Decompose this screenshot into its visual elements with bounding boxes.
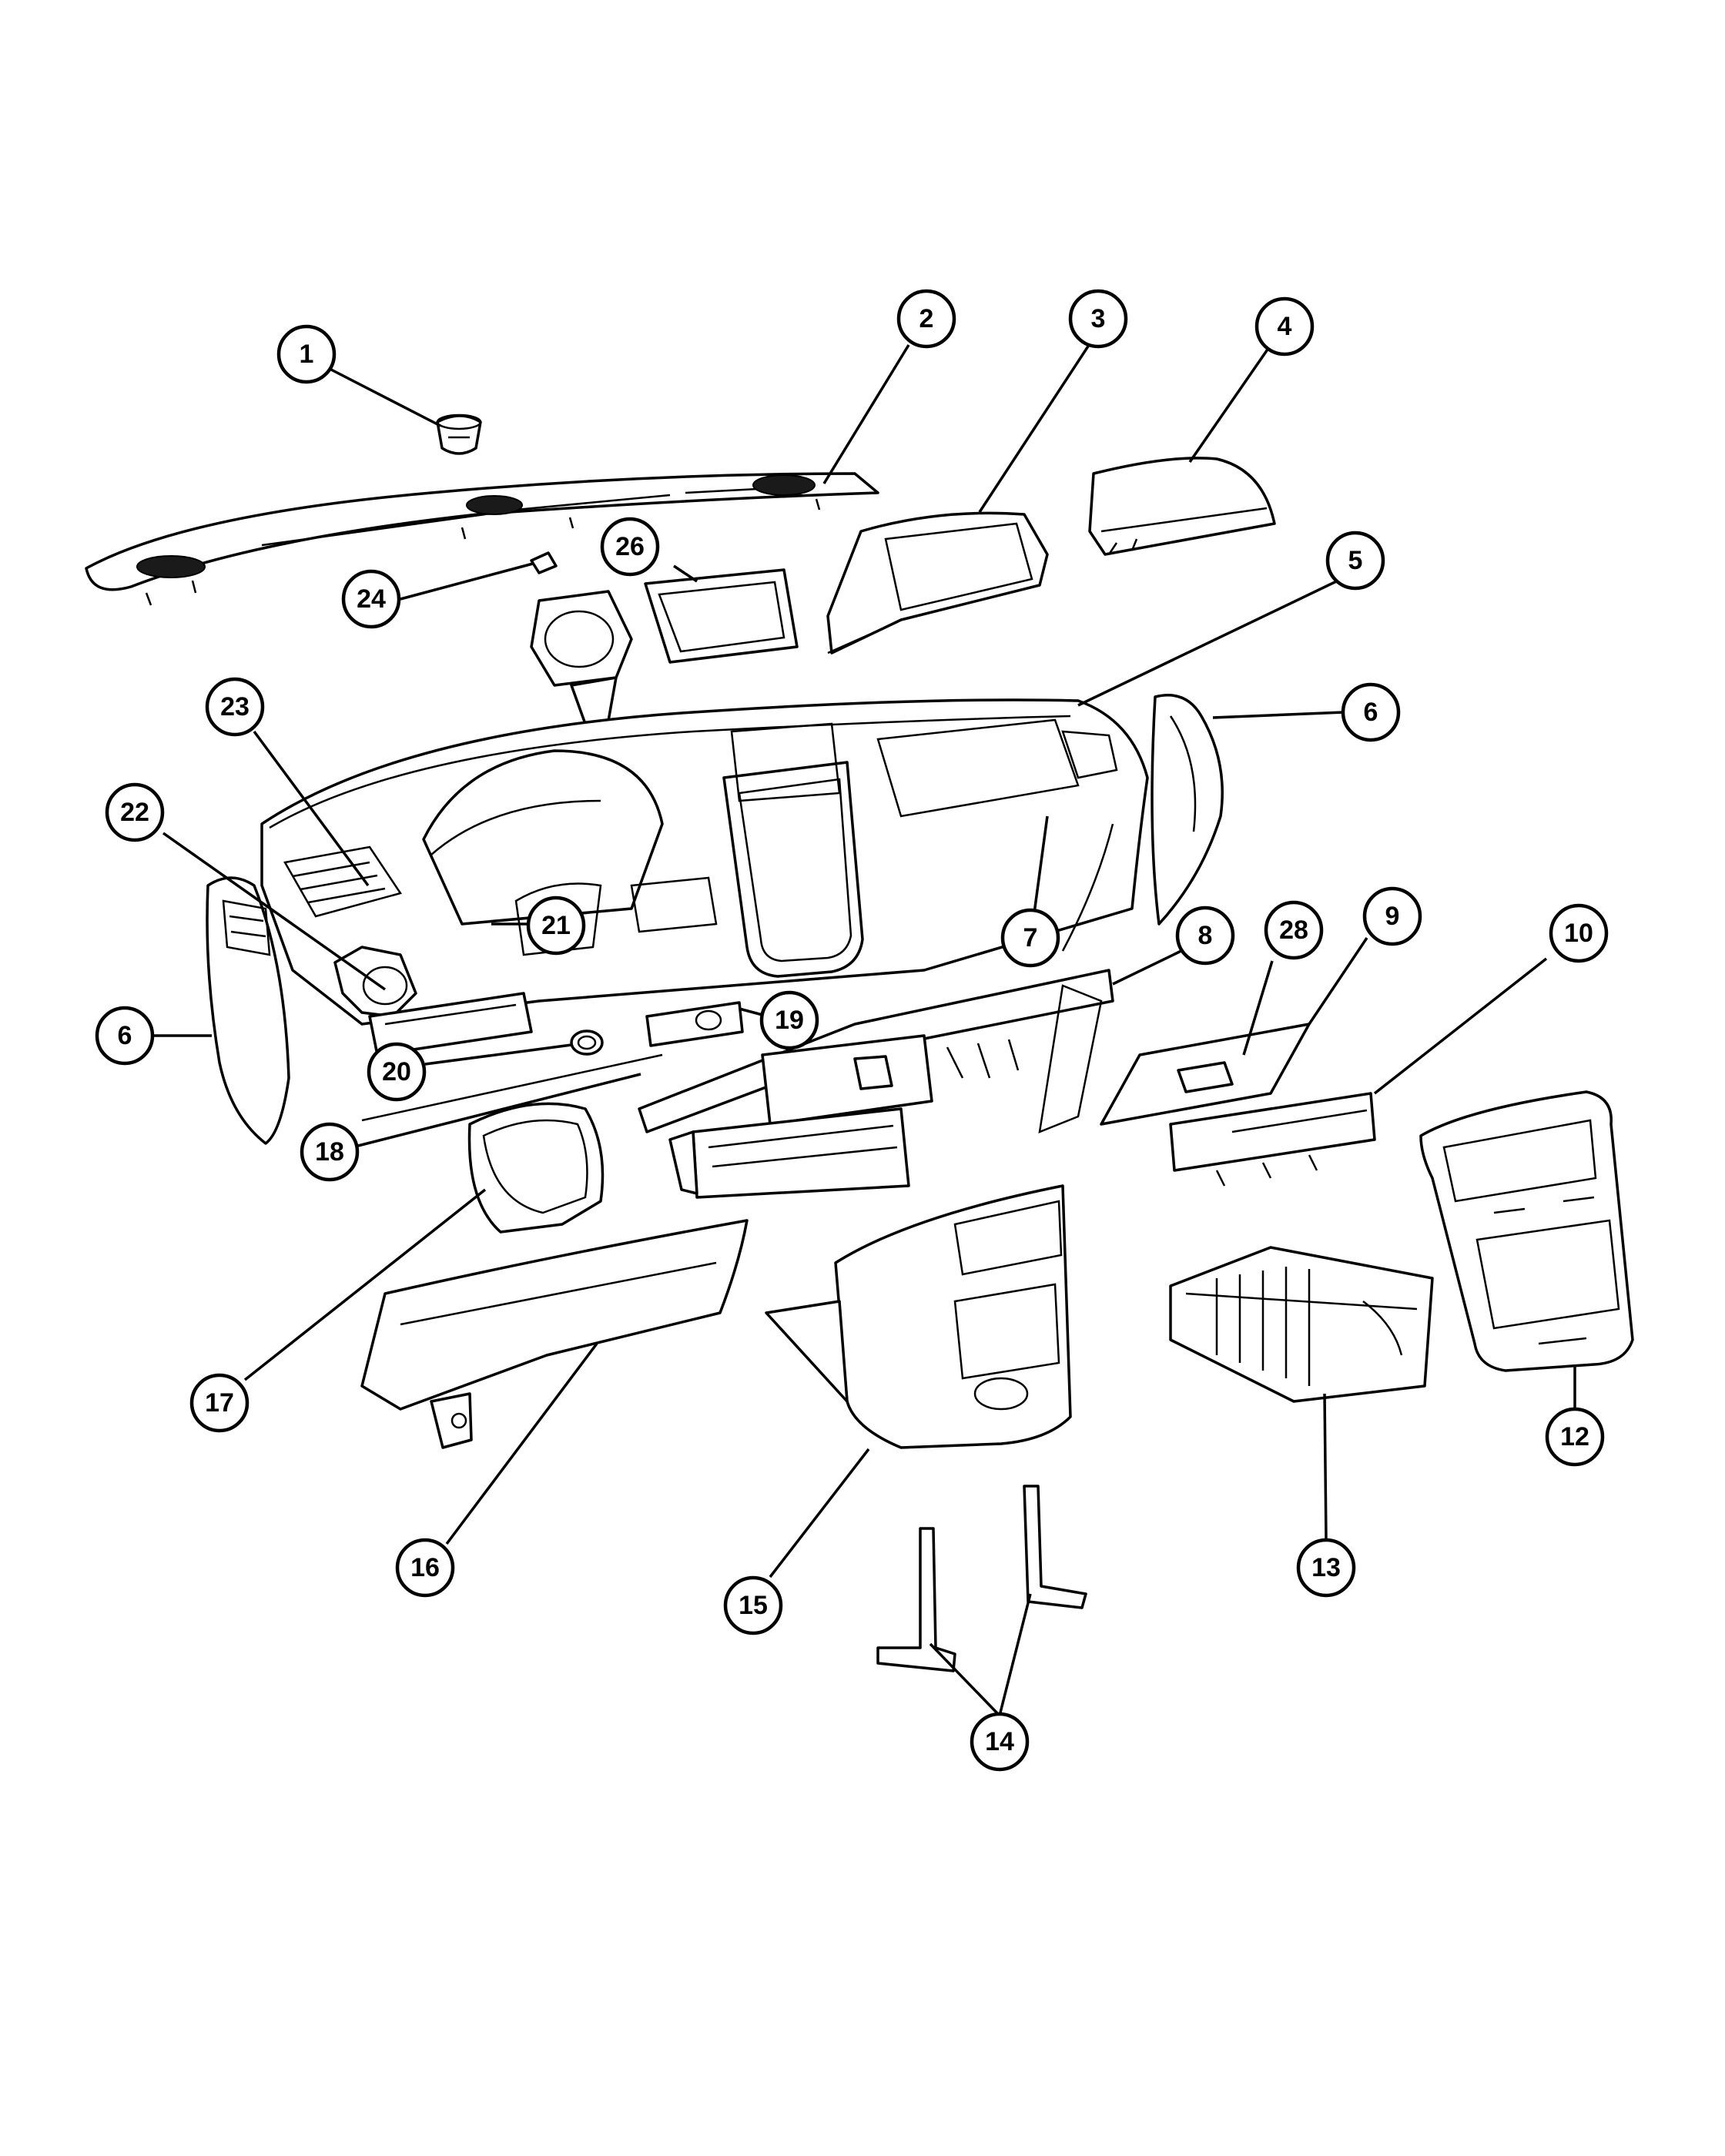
callout-8-label: 8: [1198, 921, 1213, 950]
part-3-door: [826, 511, 1049, 654]
callout-12-label: 12: [1560, 1422, 1589, 1451]
callout-28-label: 28: [1279, 916, 1308, 945]
callout-16: 16: [395, 1538, 455, 1598]
callout-9: 9: [1362, 886, 1422, 946]
part-1-sensor: [436, 413, 482, 455]
callout-28: 28: [1264, 900, 1324, 960]
callout-13: 13: [1296, 1538, 1356, 1598]
part-4-airbag: [1088, 457, 1276, 556]
part-17-column-cover: [467, 1102, 605, 1234]
callout-24-label: 24: [357, 584, 386, 614]
callout-20-label: 20: [382, 1057, 411, 1086]
part-10-radio: [1169, 1092, 1376, 1187]
callout-6-right-label: 6: [1364, 698, 1378, 727]
callout-13-label: 13: [1311, 1553, 1341, 1582]
callout-15-label: 15: [739, 1591, 768, 1620]
part-clockspring: [530, 590, 633, 725]
callout-3-label: 3: [1091, 304, 1106, 333]
callout-26: 26: [600, 517, 660, 577]
part-14-brackets: [876, 1485, 1087, 1672]
callout-4: 4: [1254, 296, 1315, 357]
callout-5: 5: [1325, 531, 1385, 591]
part-7-edge: [1061, 823, 1114, 952]
callout-23: 23: [205, 677, 265, 737]
part-15-console: [765, 1184, 1072, 1449]
callout-14: 14: [970, 1712, 1030, 1772]
callout-24: 24: [341, 569, 401, 629]
part-8-bracket-assembly: [638, 969, 1114, 1199]
callout-22-label: 22: [120, 798, 149, 827]
callout-26-label: 26: [615, 532, 645, 561]
callout-1-label: 1: [300, 340, 314, 369]
callout-2-label: 2: [919, 304, 934, 333]
callout-16-label: 16: [410, 1553, 440, 1582]
callout-23-label: 23: [220, 692, 250, 721]
callout-22: 22: [105, 782, 165, 842]
callout-10-label: 10: [1564, 919, 1593, 948]
callout-8: 8: [1175, 906, 1235, 966]
part-20-ring: [570, 1029, 604, 1056]
callout-14-label: 14: [985, 1727, 1014, 1756]
callout-3: 3: [1068, 289, 1128, 349]
part-5-instrument-panel: [260, 698, 1149, 1026]
callout-7-label: 7: [1023, 923, 1038, 952]
part-12-center-bezel: [1419, 1090, 1634, 1372]
callout-7: 7: [1000, 908, 1060, 968]
callout-5-label: 5: [1348, 546, 1363, 575]
callout-19-label: 19: [775, 1006, 804, 1035]
part-13-module: [1169, 1246, 1434, 1403]
part-26-display: [644, 568, 799, 664]
part-6-endcap-right: [1151, 694, 1224, 926]
callout-18: 18: [300, 1122, 360, 1182]
part-2-top-cover: [85, 472, 879, 606]
part-16-knee-bolster: [360, 1219, 749, 1449]
callout-17: 17: [189, 1373, 250, 1433]
part-19-switch-bezel: [645, 1001, 744, 1047]
callout-9-label: 9: [1385, 902, 1400, 931]
callout-21: 21: [526, 896, 586, 956]
callout-2: 2: [896, 289, 956, 349]
callout-10: 10: [1549, 903, 1609, 963]
callout-21-label: 21: [541, 911, 571, 940]
callout-6-left-label: 6: [118, 1021, 132, 1050]
callout-4-label: 4: [1278, 312, 1292, 341]
leader-lines: [152, 340, 1576, 1717]
part-24-clip: [530, 551, 558, 574]
callout-17-label: 17: [205, 1388, 234, 1418]
callout-15: 15: [723, 1575, 783, 1635]
callout-6-right: 6: [1341, 682, 1401, 742]
callout-6-left: 6: [95, 1006, 155, 1066]
part-6-endcap-left: [206, 876, 290, 1145]
part-21-bezel: [368, 992, 533, 1056]
callout-20: 20: [367, 1042, 427, 1102]
callout-1: 1: [276, 324, 337, 384]
callout-19: 19: [759, 990, 819, 1050]
part-9-glovebox-door: [1100, 1023, 1311, 1126]
callout-12: 12: [1545, 1407, 1605, 1467]
part-18-trim: [361, 1053, 663, 1122]
callout-18-label: 18: [315, 1137, 344, 1167]
